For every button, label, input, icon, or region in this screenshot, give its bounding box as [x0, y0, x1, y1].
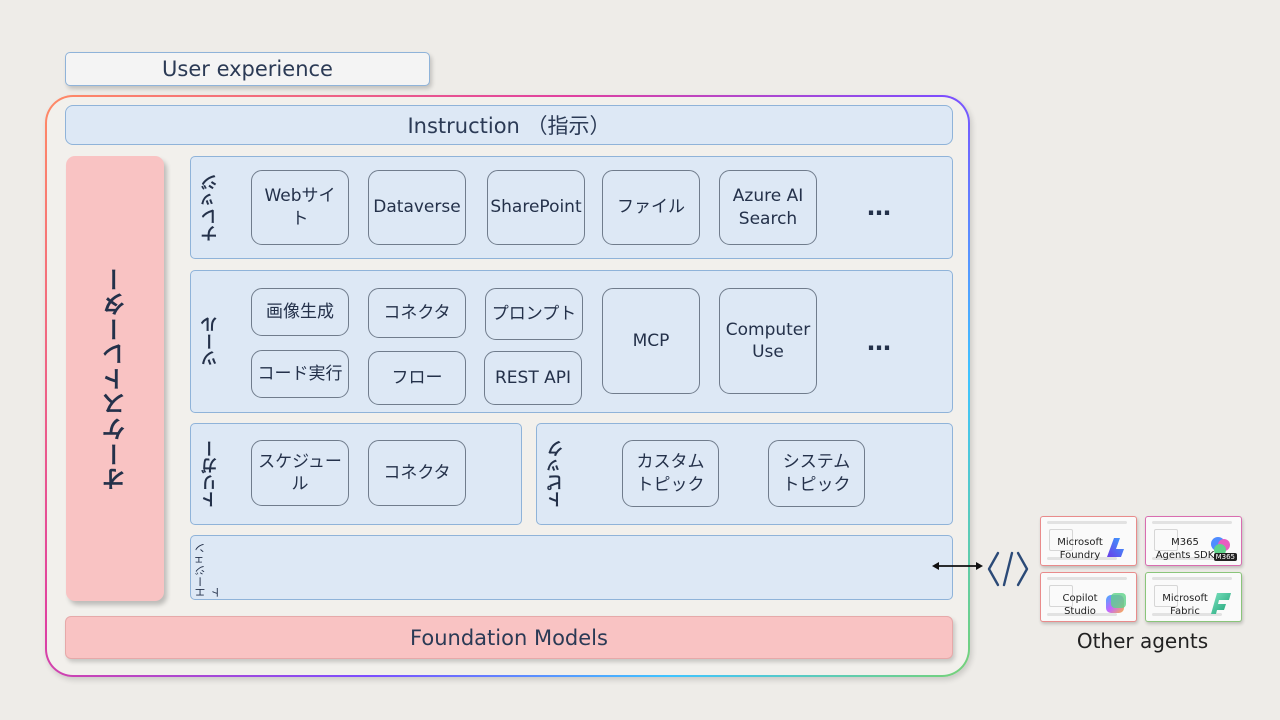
knowledge-item-azure-ai-search: Azure AI Search [719, 170, 817, 245]
instruction-bar: Instruction （指示） [65, 105, 953, 145]
topics-label: トピック [547, 440, 568, 508]
agent-card-microsoft-foundry: Microsoft Foundry [1040, 516, 1137, 566]
topic-item-system: システム トピック [768, 440, 865, 507]
instruction-label: Instruction （指示） [407, 114, 611, 138]
agent-card-name: Microsoft Fabric [1162, 593, 1208, 617]
tool-item-rest-api: REST API [484, 351, 582, 405]
knowledge-label: ナレッジ [201, 174, 222, 242]
tool-item-connector: コネクタ [368, 288, 466, 338]
trigger-item-connector: コネクタ [368, 440, 466, 506]
other-agents-label: Other agents [1076, 629, 1209, 653]
agent-card-name: M365 Agents SDK [1155, 537, 1215, 561]
agent-card-name: Copilot Studio [1062, 593, 1098, 617]
tool-item-mcp: MCP [602, 288, 700, 394]
knowledge-item-dataverse: Dataverse [368, 170, 466, 245]
orchestrator-block: オーケストレーター [66, 156, 164, 601]
triggers-panel [190, 423, 522, 525]
knowledge-item-website: Webサイト [251, 170, 349, 245]
foundation-models-label: Foundation Models [410, 625, 608, 650]
foundry-logo-icon [1107, 538, 1124, 557]
topic-item-custom: カスタム トピック [622, 440, 719, 507]
tool-item-image-generation: 画像生成 [251, 288, 349, 336]
tool-item-computer-use: Computer Use [719, 288, 817, 394]
fabric-logo-icon [1211, 593, 1231, 614]
user-experience-bar: User experience [65, 52, 430, 86]
code-icon [987, 551, 1029, 587]
topics-panel [536, 423, 953, 525]
agents-panel [190, 535, 953, 600]
tools-label: ツール [201, 316, 222, 368]
agent-card-name: Microsoft Foundry [1057, 537, 1103, 561]
agent-card-m365-agents-sdk: M365 Agents SDK M365 [1145, 516, 1242, 566]
agents-label: エージェント [194, 543, 223, 598]
orchestrator-label: オーケストレーター [101, 266, 130, 491]
tools-more: … [867, 328, 895, 356]
trigger-item-schedule: スケジュール [251, 440, 349, 506]
user-experience-label: User experience [162, 57, 333, 81]
foundation-models-bar: Foundation Models [65, 616, 953, 659]
m365-badge: M365 [1213, 553, 1237, 561]
knowledge-more: … [867, 193, 895, 221]
knowledge-item-sharepoint: SharePoint [487, 170, 585, 245]
tool-item-flow: フロー [368, 351, 466, 405]
agent-card-copilot-studio: Copilot Studio [1040, 572, 1137, 622]
triggers-label: トリガー [201, 440, 222, 508]
copilot-studio-logo-icon [1106, 593, 1126, 613]
double-arrow-icon [932, 562, 983, 570]
tool-item-code-execution: コード実行 [251, 350, 349, 398]
agent-card-microsoft-fabric: Microsoft Fabric [1145, 572, 1242, 622]
tool-item-prompt: プロンプト [485, 288, 583, 340]
knowledge-item-file: ファイル [602, 170, 700, 245]
